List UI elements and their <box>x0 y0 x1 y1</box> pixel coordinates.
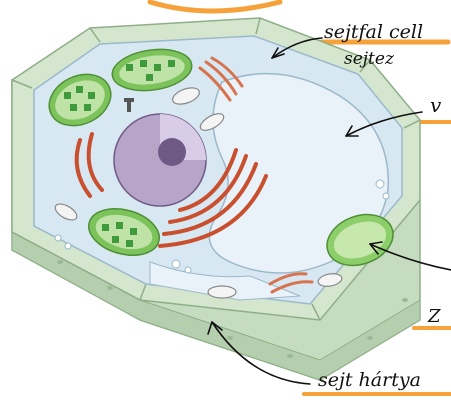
nucleus <box>114 114 206 206</box>
label-cell-membrane: sejt hártya <box>318 369 421 391</box>
label-cell-wall-line2: sejtez <box>344 49 395 69</box>
label-vacuole-fragment: v <box>430 93 442 117</box>
orange-highlight-top <box>150 2 280 11</box>
label-plastid-fragment: Z <box>427 306 441 327</box>
nucleolus <box>158 138 186 166</box>
label-cell-wall: sejtfal cell <box>324 21 423 43</box>
